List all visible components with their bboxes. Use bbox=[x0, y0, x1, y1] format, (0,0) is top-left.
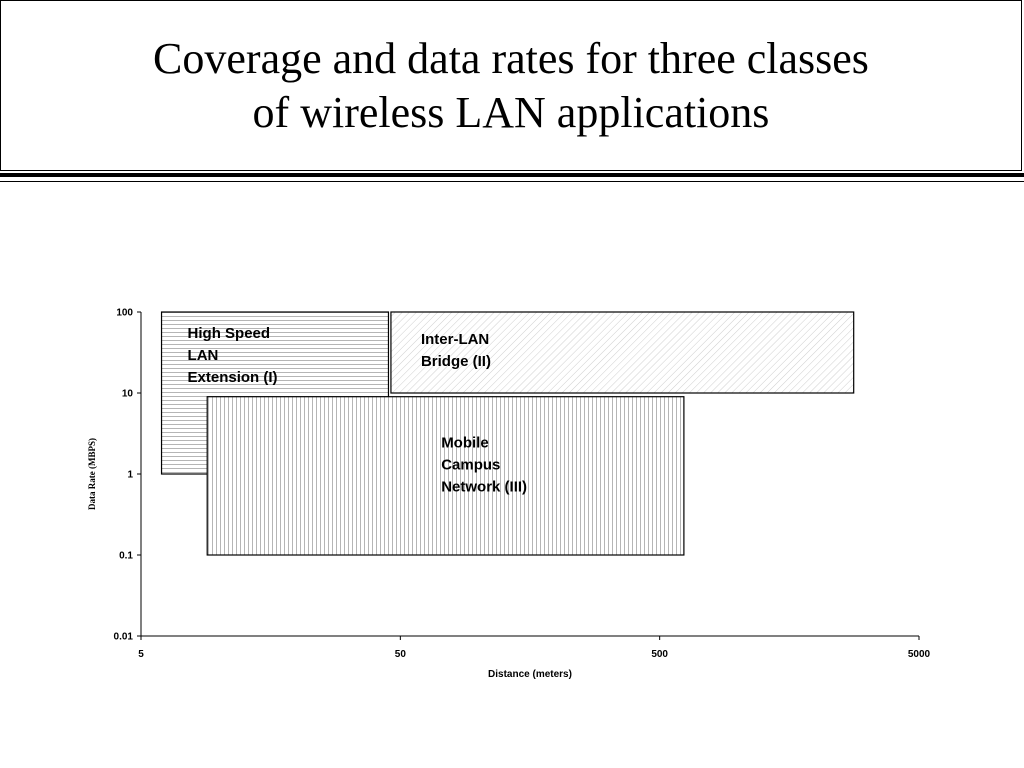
title-line-2: of wireless LAN applications bbox=[252, 87, 770, 137]
region-label-2: Inter-LAN Bridge (II) bbox=[421, 331, 491, 370]
y-tick-label: 10 bbox=[122, 389, 134, 400]
y-axis-title: Data Rate (MBPS) bbox=[87, 438, 97, 510]
y-tick-label: 0.1 bbox=[119, 551, 133, 562]
title-rule-thin bbox=[0, 181, 1024, 182]
region-label-line: Campus bbox=[441, 457, 500, 474]
region-label-line: LAN bbox=[188, 347, 219, 364]
region-label-line: Inter-LAN bbox=[421, 331, 489, 348]
x-tick-label: 500 bbox=[651, 649, 668, 660]
region-label-line: Extension (I) bbox=[188, 369, 278, 386]
page-title: Coverage and data rates for three classe… bbox=[153, 32, 869, 140]
x-axis-title: Distance (meters) bbox=[488, 669, 572, 680]
title-rule-thick bbox=[0, 173, 1024, 177]
y-tick-label: 100 bbox=[116, 308, 133, 319]
regions-layer bbox=[160, 311, 855, 556]
x-tick-label: 50 bbox=[395, 649, 407, 660]
region-label-line: Network (III) bbox=[441, 479, 527, 496]
x-tick-label: 5 bbox=[138, 649, 144, 660]
y-tick-label: 1 bbox=[127, 470, 133, 481]
x-tick-label: 5000 bbox=[908, 649, 931, 660]
region-label-line: High Speed bbox=[188, 325, 271, 342]
region-label-line: Mobile bbox=[441, 435, 489, 452]
region-3 bbox=[206, 396, 685, 556]
title-line-1: Coverage and data rates for three classe… bbox=[153, 33, 869, 83]
region-label-line: Bridge (II) bbox=[421, 353, 491, 370]
region-2 bbox=[390, 311, 855, 394]
y-tick-label: 0.01 bbox=[114, 632, 134, 643]
title-box: Coverage and data rates for three classe… bbox=[0, 0, 1022, 171]
